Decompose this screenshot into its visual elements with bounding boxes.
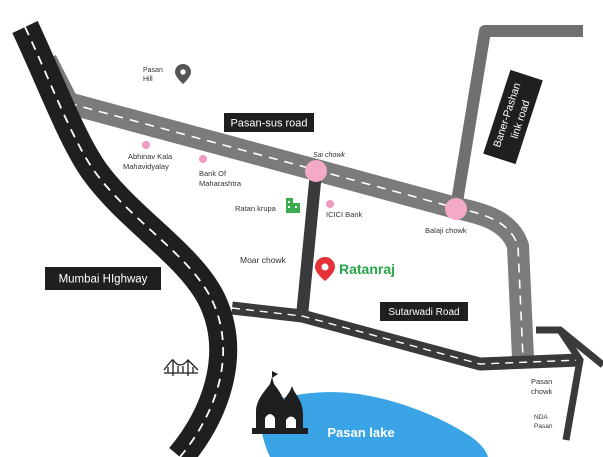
mumbai-highway-label-box [45,267,161,290]
bridge-icon [163,359,199,376]
bank-label-line2: Maharashtra [199,179,242,188]
building-icon [286,198,300,213]
baner-pashan-label-group: Baner-Pashan link road [483,69,543,165]
sai-chowk-label: Sai chowk [313,152,345,159]
nda-pasan-label-line2: Pasan [534,423,553,430]
ratanraj-location-pin-icon [315,257,335,281]
pasan-chowk-label-line2: chowk [531,387,553,396]
pasan-lake-label: Pasan lake [327,425,394,440]
moar-chowk-label: Moar chowk [240,255,287,265]
icici-dot [326,200,334,208]
pasan-hill-label-line2: Hill [143,76,153,83]
temple-icon [252,371,308,434]
sutarwadi-road-label-box [380,302,468,321]
baner-pashan-link-road [450,25,583,209]
nda-pasan-roads [536,326,603,441]
sutarwadi-road [231,301,581,371]
ratanraj-label: Ratanraj [339,261,395,277]
sai-chowk-junction [305,160,327,182]
moar-chowk-road [296,171,322,317]
pasan-lake [260,392,488,457]
balaji-chowk-junction [445,198,467,220]
abhinav-label-line2: Mahavidyalay [123,162,169,171]
abhinav-dot [142,141,150,149]
bank-dot [199,155,207,163]
pasan-sus-road-label: Pasan-sus road [230,118,307,130]
balaji-chowk-label: Balaji chowk [425,226,467,235]
pasan-chowk-label-line1: Pasan [531,377,552,386]
bank-label-line1: Bank Of [199,169,227,178]
pasan-hill-label-line1: Pasan [143,67,163,74]
nda-pasan-label-line1: NDA [534,414,548,421]
icici-bank-label: ICICI Bank [326,210,363,219]
pasan-sus-road-label-box [224,113,314,132]
mumbai-highway-label: Mumbai HIghway [59,274,148,286]
location-pin-icon [175,64,191,84]
ratan-krupa-label: Ratan krupa [235,204,277,213]
sutarwadi-road-label: Sutarwadi Road [388,307,459,318]
abhinav-label-line1: Abhinav Kala [128,152,173,161]
mumbai-highway [12,21,238,457]
